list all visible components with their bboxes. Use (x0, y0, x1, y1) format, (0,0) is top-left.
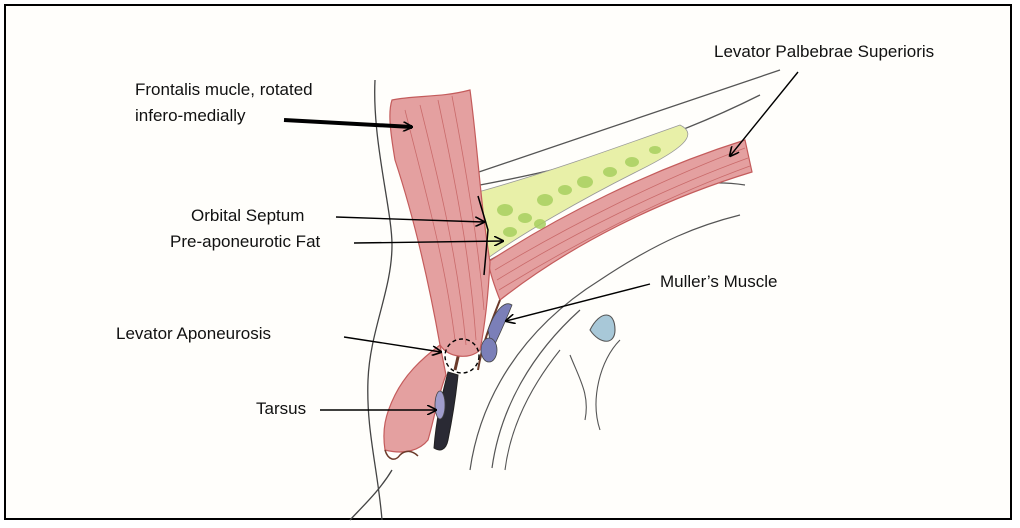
conjunctival-fornix (590, 315, 615, 341)
lid-skin-outline (350, 470, 392, 520)
levator-palpebrae-arrow (730, 72, 798, 156)
brow-skin-outline (368, 80, 392, 520)
label-levator-palpebrae: Levator Palbebrae Superioris (714, 41, 934, 63)
globe-outline-4 (596, 340, 620, 430)
frontalis-muscle (390, 90, 490, 356)
label-frontalis-line2: infero-medially (135, 105, 246, 127)
globe-outline-2 (492, 310, 580, 468)
fornix-line (570, 355, 586, 420)
label-orbital-septum: Orbital Septum (191, 205, 304, 227)
levator-aponeurosis-arrow (344, 337, 441, 352)
mullers-muscle-arrow (506, 284, 650, 321)
label-preaponeurotic-fat: Pre-aponeurotic Fat (170, 231, 320, 253)
label-frontalis-line1: Frontalis mucle, rotated (135, 79, 313, 101)
muller-attachment (481, 338, 497, 362)
globe-outline-3 (505, 350, 560, 470)
label-tarsus: Tarsus (256, 398, 306, 420)
label-levator-aponeurosis: Levator Aponeurosis (116, 323, 271, 345)
label-mullers-muscle: Muller’s Muscle (660, 271, 777, 293)
tarsus-gland (435, 391, 445, 419)
